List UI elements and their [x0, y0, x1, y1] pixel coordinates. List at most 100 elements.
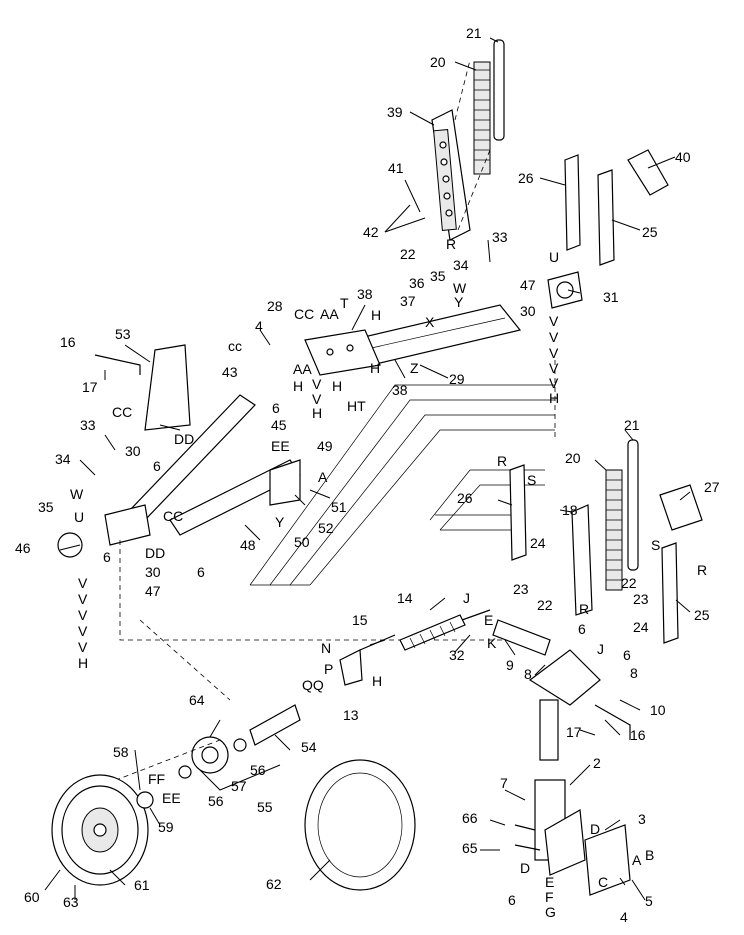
- caster-housing-2: [534, 779, 586, 876]
- callout-6: 6: [578, 621, 586, 637]
- lower-bracket-26: [509, 464, 527, 561]
- callout-64: 64: [189, 692, 205, 708]
- callout-EE: EE: [271, 438, 290, 454]
- plate-13: [339, 649, 363, 686]
- dashed-axle-leader: [89, 619, 231, 791]
- callout-3: 3: [638, 811, 646, 827]
- callout-30: 30: [145, 564, 161, 580]
- callout-35: 35: [38, 499, 54, 515]
- callout-13: 13: [343, 707, 359, 723]
- callout-H: H: [370, 360, 380, 376]
- callout-41: 41: [388, 160, 404, 176]
- callout-6: 6: [623, 647, 631, 663]
- callout-53: 53: [115, 326, 131, 342]
- callout-38: 38: [357, 286, 373, 302]
- upper-spring-20: [473, 61, 491, 175]
- callout-23: 23: [513, 581, 529, 597]
- callout-37: 37: [400, 293, 416, 309]
- callout-N: N: [321, 640, 331, 656]
- hub-64: [191, 736, 229, 774]
- callout-V: V: [312, 376, 322, 392]
- callout-DD: DD: [174, 431, 194, 447]
- callout-E: E: [545, 874, 554, 890]
- callout-56: 56: [208, 793, 224, 809]
- callout-47: 47: [520, 277, 536, 293]
- callout-51: 51: [331, 499, 347, 515]
- callout-P: P: [324, 661, 333, 677]
- callout-U: U: [74, 509, 84, 525]
- callout-9: 9: [506, 657, 514, 673]
- callout-43: 43: [222, 364, 238, 380]
- callout-33: 33: [492, 229, 508, 245]
- callout-V: V: [312, 391, 322, 407]
- callout-49: 49: [317, 438, 333, 454]
- callout-T: T: [340, 295, 349, 311]
- callout-V: V: [549, 313, 559, 329]
- callout-V: V: [78, 623, 88, 639]
- callout-46: 46: [15, 540, 31, 556]
- callout-Y: Y: [275, 514, 285, 530]
- callout-leaders: [44, 37, 691, 901]
- callout-K: K: [487, 635, 497, 651]
- callout-R: R: [579, 601, 589, 617]
- callout-8: 8: [524, 666, 532, 682]
- seals-56-57: [178, 738, 247, 779]
- callout-6: 6: [197, 564, 205, 580]
- callout-J: J: [463, 590, 470, 606]
- upper-spring-leaders: [454, 59, 491, 231]
- callout-QQ: QQ: [302, 677, 324, 693]
- callout-50: 50: [294, 534, 310, 550]
- callout-7: 7: [500, 775, 508, 791]
- callout-H: H: [78, 655, 88, 671]
- callout-CC: CC: [294, 306, 314, 322]
- callout-4: 4: [255, 318, 263, 334]
- callout-Y: Y: [454, 294, 464, 310]
- callout-H: H: [293, 378, 303, 394]
- bracket-26-upper: [564, 154, 581, 251]
- callout-V: V: [78, 639, 88, 655]
- callout-U: U: [549, 249, 559, 265]
- callout-26: 26: [518, 170, 534, 186]
- callout-48: 48: [240, 537, 256, 553]
- callout-16: 16: [630, 727, 646, 743]
- callout-H: H: [372, 673, 382, 689]
- bracket-25-upper: [597, 169, 615, 266]
- callout-56: 56: [250, 762, 266, 778]
- callout-D: D: [590, 821, 600, 837]
- callout-54: 54: [301, 739, 317, 755]
- callout-R: R: [446, 236, 456, 252]
- callout-40: 40: [675, 149, 691, 165]
- callout-45: 45: [271, 417, 287, 433]
- callout-A: A: [318, 469, 328, 485]
- lower-bracket-25: [661, 542, 679, 644]
- callout-57: 57: [231, 778, 247, 794]
- callout-20: 20: [430, 54, 446, 70]
- callout-34: 34: [55, 451, 71, 467]
- callout-47: 47: [145, 583, 161, 599]
- callout-F: F: [545, 889, 554, 905]
- lower-spring-20: [605, 469, 623, 591]
- callout-H: H: [332, 378, 342, 394]
- plate-40: [627, 149, 669, 196]
- callout-59: 59: [158, 819, 174, 835]
- callout-R: R: [697, 562, 707, 578]
- callout-E: E: [484, 612, 493, 628]
- callout-14: 14: [397, 590, 413, 606]
- callout-V: V: [78, 575, 88, 591]
- callout-66: 66: [462, 810, 478, 826]
- callout-34: 34: [453, 257, 469, 273]
- callout-cc: cc: [228, 338, 242, 354]
- callout-labels: 21 20 39 41 42 22 R 40 26 25 33 34 U 35 …: [15, 25, 720, 925]
- callout-8: 8: [630, 665, 638, 681]
- callout-AA: AA: [320, 306, 339, 322]
- callout-65: 65: [462, 840, 478, 856]
- callout-29: 29: [449, 371, 465, 387]
- callout-55: 55: [257, 799, 273, 815]
- callout-21: 21: [624, 417, 640, 433]
- callout-6: 6: [153, 458, 161, 474]
- tube-9: [492, 619, 551, 656]
- callout-36: 36: [409, 275, 425, 291]
- callout-X: X: [425, 314, 435, 330]
- callout-C: C: [598, 874, 608, 890]
- callout-V: V: [549, 329, 559, 345]
